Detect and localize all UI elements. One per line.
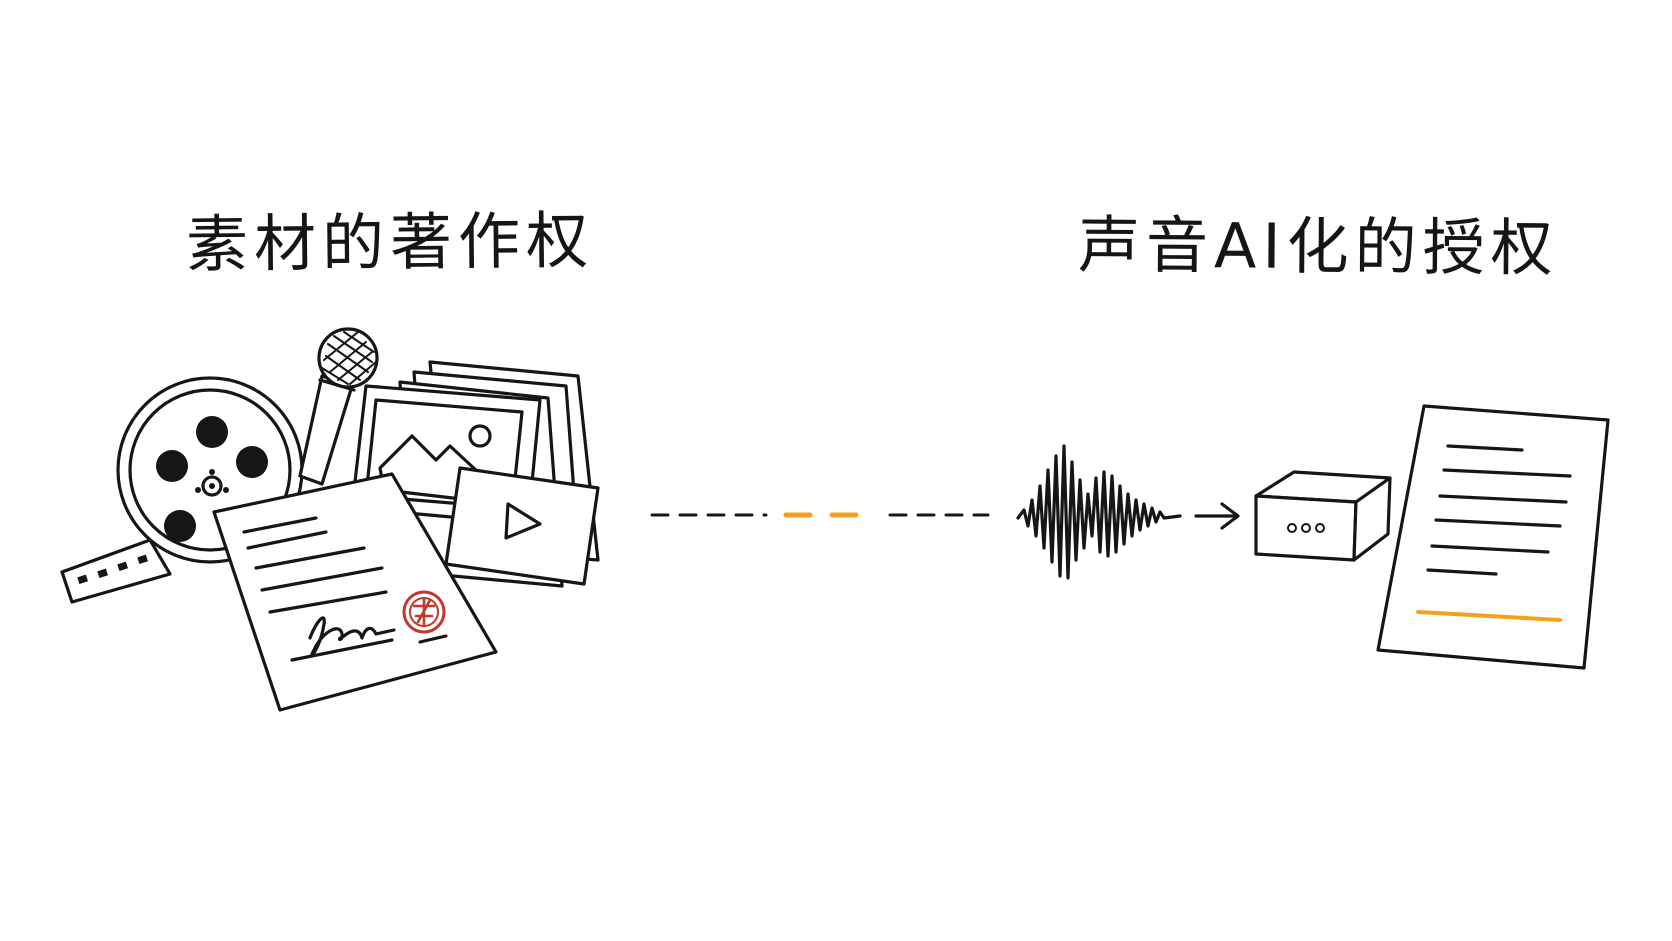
video-play-icon <box>444 466 600 586</box>
arrow-right-icon <box>1194 502 1240 530</box>
license-document-icon <box>1376 404 1610 670</box>
film-strip-icon <box>60 538 172 604</box>
contract-icon <box>212 472 498 712</box>
red-seal-stamp-icon <box>402 590 446 634</box>
microphone-icon <box>298 327 379 486</box>
server-box-icon <box>1254 470 1392 562</box>
sound-wave-icon <box>1016 444 1182 580</box>
